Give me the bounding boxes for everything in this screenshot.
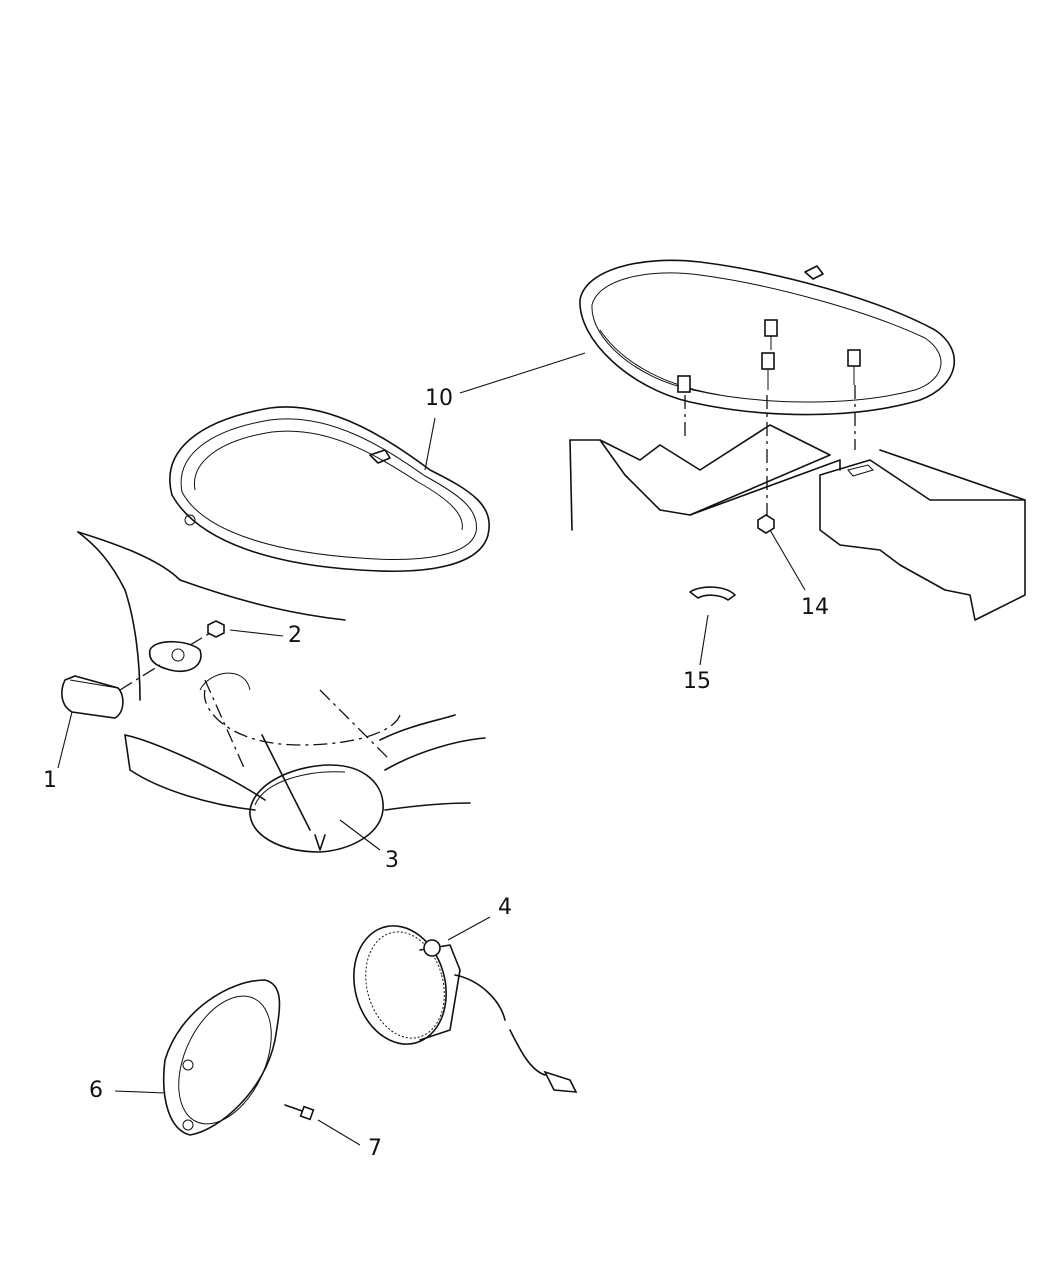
- bolt: [284, 1104, 315, 1121]
- callout-6: 6: [89, 1078, 103, 1103]
- side-marker-lamp: [61, 620, 225, 719]
- leader-lines: [57, 352, 806, 1146]
- fog-lamp-assembly: [204, 679, 391, 853]
- callout-14: 14: [801, 595, 829, 620]
- callout-4: 4: [498, 895, 512, 920]
- fog-lamp: [353, 925, 578, 1093]
- u-nut: [689, 586, 736, 601]
- callout-1: 1: [43, 768, 57, 793]
- callout-10: 10: [425, 386, 453, 411]
- callout-7: 7: [368, 1136, 382, 1161]
- callout-2: 2: [288, 623, 302, 648]
- headlamp-right: [579, 259, 956, 416]
- fog-lamp-bracket: [162, 979, 281, 1136]
- headlamp-left: [169, 406, 490, 573]
- callout-15: 15: [683, 669, 711, 694]
- mounting-bracket: [569, 385, 1026, 621]
- front-fascia: [77, 531, 486, 811]
- callout-3: 3: [385, 848, 399, 873]
